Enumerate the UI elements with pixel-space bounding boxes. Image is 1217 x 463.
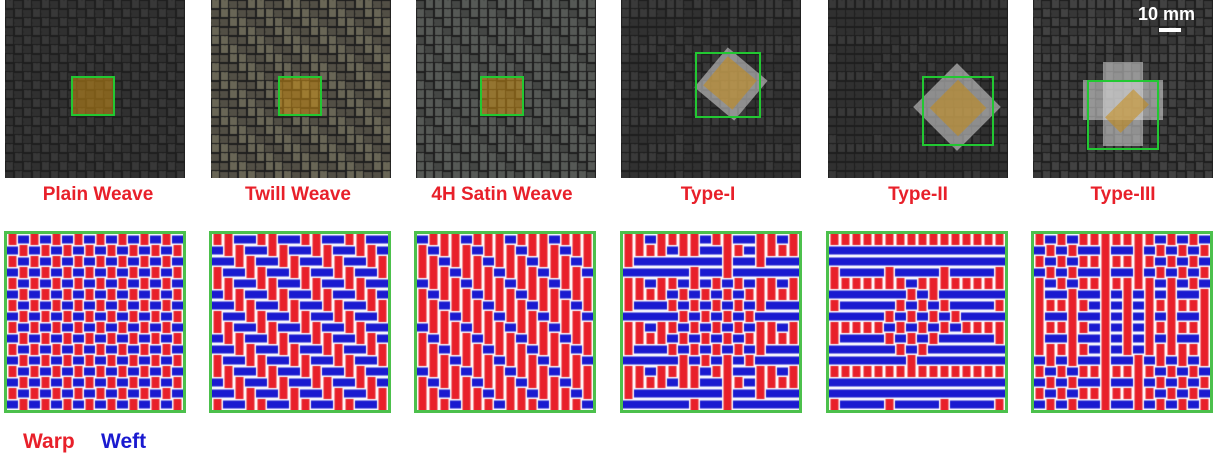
label-4h-satin-weave: 4H Satin Weave [431,184,573,205]
photo-twill-weave [211,0,391,178]
pattern-grid-type-ii [826,231,1008,413]
label-type-ii: Type-II [888,184,948,205]
photo-4h-satin-weave [416,0,596,178]
pattern-canvas [212,234,388,410]
roi-box [695,52,761,118]
pattern-grid-twill-weave [209,231,391,413]
legend-weft: Weft [101,430,147,453]
pattern-canvas [623,234,799,410]
label-type-iii: Type-III [1090,184,1156,205]
photo-type-ii [828,0,1008,178]
scale-bar-label: 10 mm [1138,4,1196,24]
pattern-grid-4h-satin-weave [414,231,596,413]
photo-type-i [621,0,801,178]
scale-bar [1159,28,1181,32]
roi-box [1087,80,1159,150]
roi-box [480,76,524,116]
roi-box [71,76,115,116]
legend-warp: Warp [23,430,75,453]
roi-box [278,76,322,116]
pattern-grid-type-iii [1031,231,1213,413]
pattern-canvas [829,234,1005,410]
pattern-grid-type-i [620,231,802,413]
photo-plain-weave [5,0,185,178]
pattern-canvas [1034,234,1210,410]
pattern-grid-plain-weave [4,231,186,413]
photo-type-iii [1033,0,1213,178]
pattern-canvas [7,234,183,410]
label-twill-weave: Twill Weave [245,184,351,205]
pattern-canvas [417,234,593,410]
label-plain-weave: Plain Weave [42,184,154,205]
roi-box [922,76,994,146]
roi-overlay [482,78,522,114]
roi-overlay [280,78,320,114]
roi-overlay [73,78,113,114]
label-type-i: Type-I [680,184,736,205]
